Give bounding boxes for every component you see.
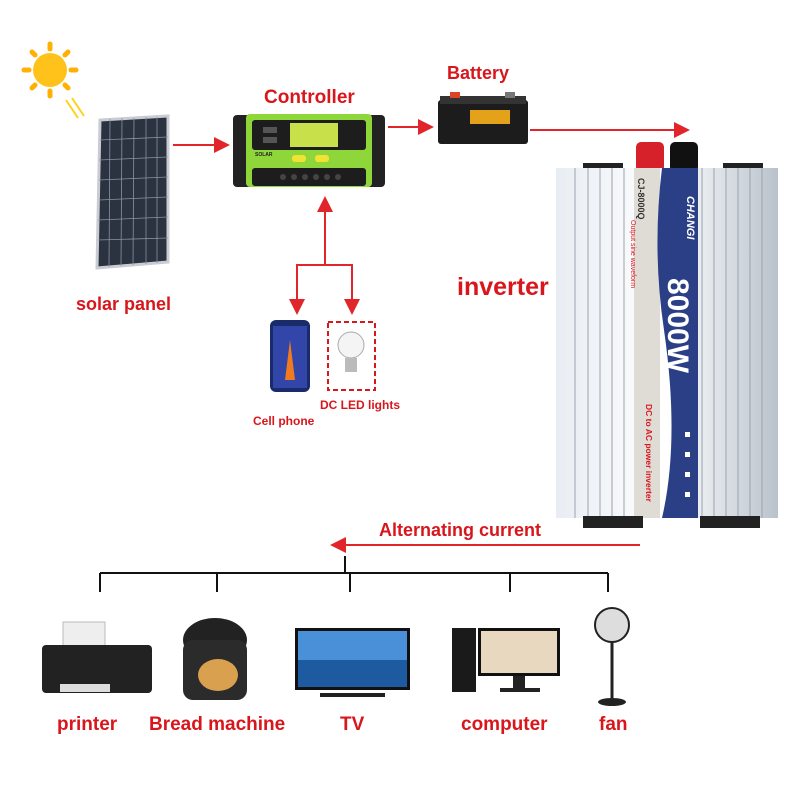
cell-phone-label: Cell phone — [253, 414, 315, 428]
solar-panel-image — [95, 114, 170, 270]
cell-phone-image — [270, 320, 310, 392]
printer-label: printer — [57, 714, 118, 735]
fan-image — [594, 607, 630, 706]
inverter-description: DC to AC power inverter — [644, 404, 654, 502]
bread-machine-image — [183, 618, 247, 700]
bread-machine-label: Bread machine — [149, 714, 286, 735]
fan-label: fan — [599, 714, 628, 735]
controller-image — [233, 114, 385, 187]
dc-flow-arrows — [173, 119, 690, 553]
sun-icon — [21, 41, 85, 119]
dc-led-light-image — [327, 321, 376, 391]
inverter-brand-logo: CHANGI — [684, 196, 696, 240]
alternating-current-label: Alternating current — [379, 520, 542, 540]
solar-panel-label: solar panel — [76, 294, 172, 314]
tv-image — [295, 628, 410, 697]
inverter-label: inverter — [457, 273, 549, 301]
controller-brand: SOLAR — [255, 152, 273, 158]
computer-label: computer — [461, 714, 548, 735]
inverter-waveform: Output sine waveform — [629, 220, 636, 289]
printer-image — [42, 621, 152, 693]
inverter-power: 8000W — [661, 278, 694, 374]
computer-image — [452, 628, 560, 692]
dc-led-lights-label: DC LED lights — [320, 398, 400, 412]
ac-distribution-lines — [99, 556, 609, 592]
battery-label: Battery — [447, 63, 510, 83]
battery-image — [438, 92, 528, 144]
tv-label: TV — [340, 714, 365, 735]
inverter-model: CJ-8000Q — [636, 178, 646, 220]
controller-label: Controller — [264, 87, 355, 108]
inverter-image — [556, 142, 778, 528]
